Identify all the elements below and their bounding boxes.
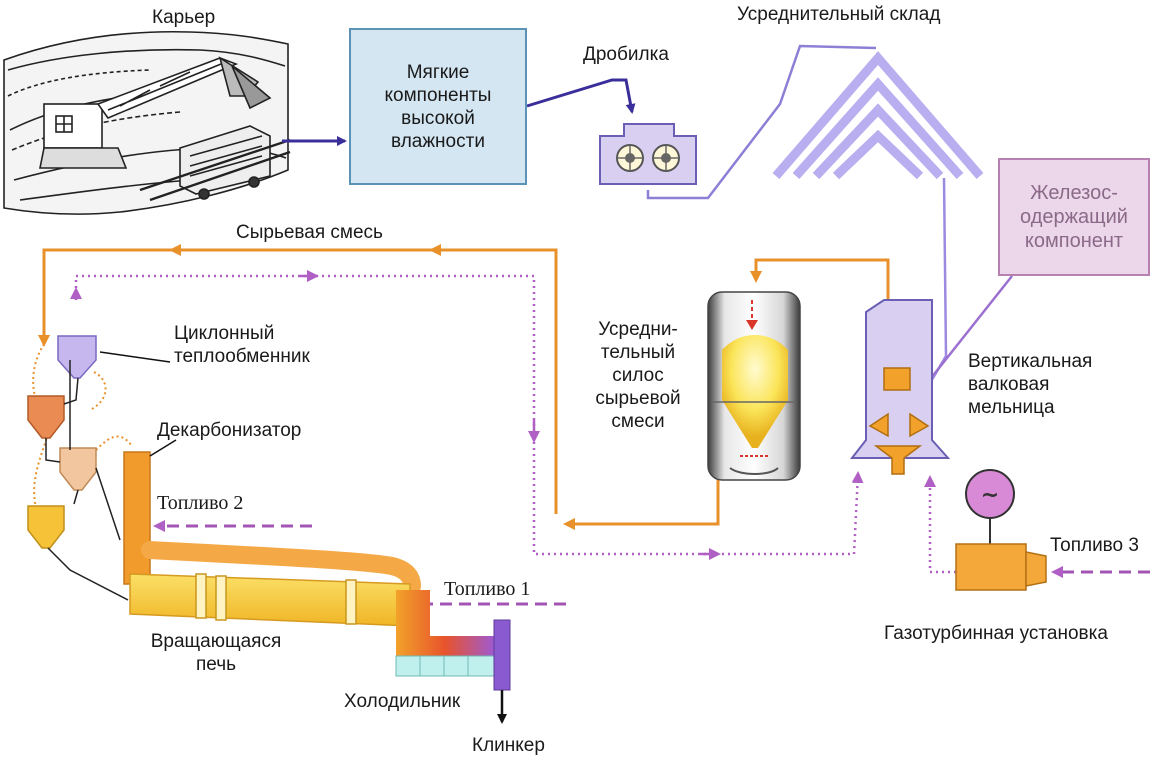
cooler-icon: [395, 590, 511, 691]
iron-to-mill-arrow: [918, 275, 1013, 395]
tertiary-air-duct: [141, 541, 421, 595]
quarry-label: Карьер: [152, 7, 216, 28]
generator-symbol: ~: [981, 483, 999, 508]
mill-to-silo-line: [750, 258, 890, 300]
iron-component-text: Железос- одержащий компонент: [1020, 182, 1128, 252]
raw-mix-label: Сырьевая смесь: [236, 222, 383, 243]
decarbonizer-pointer: [149, 439, 177, 457]
fuel2-label: Топливо 2: [157, 492, 244, 514]
soft-components-text: Мягкие компоненты высокой влажности: [384, 61, 492, 152]
silo-icon: [707, 291, 801, 481]
soft-components-box: Мягкие компоненты высокой влажности: [349, 28, 527, 185]
quarry-illustration: [3, 30, 291, 215]
mill-icon: [849, 299, 951, 475]
cyclone-pointer: [99, 351, 171, 363]
cyclone-label: Циклонный теплообменник: [174, 323, 310, 367]
cooler-label: Холодильник: [344, 691, 461, 712]
gas-turbine-icon: [955, 469, 1047, 591]
fuel3-label: Топливо 3: [1050, 535, 1139, 556]
clinker-label: Клинкер: [472, 735, 545, 756]
cyclone-tower: [27, 335, 133, 601]
fuel1-label: Топливо 1: [444, 578, 531, 600]
iron-component-box: Железос- одержащий компонент: [998, 158, 1150, 276]
mill-label: Вертикальная валковая мельница: [968, 351, 1093, 418]
turbine-label: Газотурбинная установка: [884, 623, 1108, 644]
crusher-label: Дробилка: [583, 44, 669, 65]
hot-gas-loop: [74, 274, 864, 556]
silo-to-loop-line: [563, 476, 720, 530]
turbine-exhaust-line: [924, 475, 956, 574]
storage-label: Усреднительный склад: [737, 4, 941, 25]
crusher-icon: [599, 123, 697, 185]
storage-pile-icon: [772, 51, 984, 180]
rotary-kiln-icon: [129, 573, 411, 627]
raw-mix-line: [38, 248, 558, 514]
kiln-label: Вращающаяся печь: [150, 631, 282, 675]
silo-label: Усредни- тельный силос сырьевой смеси: [595, 319, 681, 432]
crusher-to-storage-line: [646, 44, 877, 200]
decarbonizer-label: Декарбонизатор: [157, 420, 302, 441]
decarbonizer-icon: [123, 451, 151, 585]
soft-to-crusher-arrow: [526, 78, 636, 114]
